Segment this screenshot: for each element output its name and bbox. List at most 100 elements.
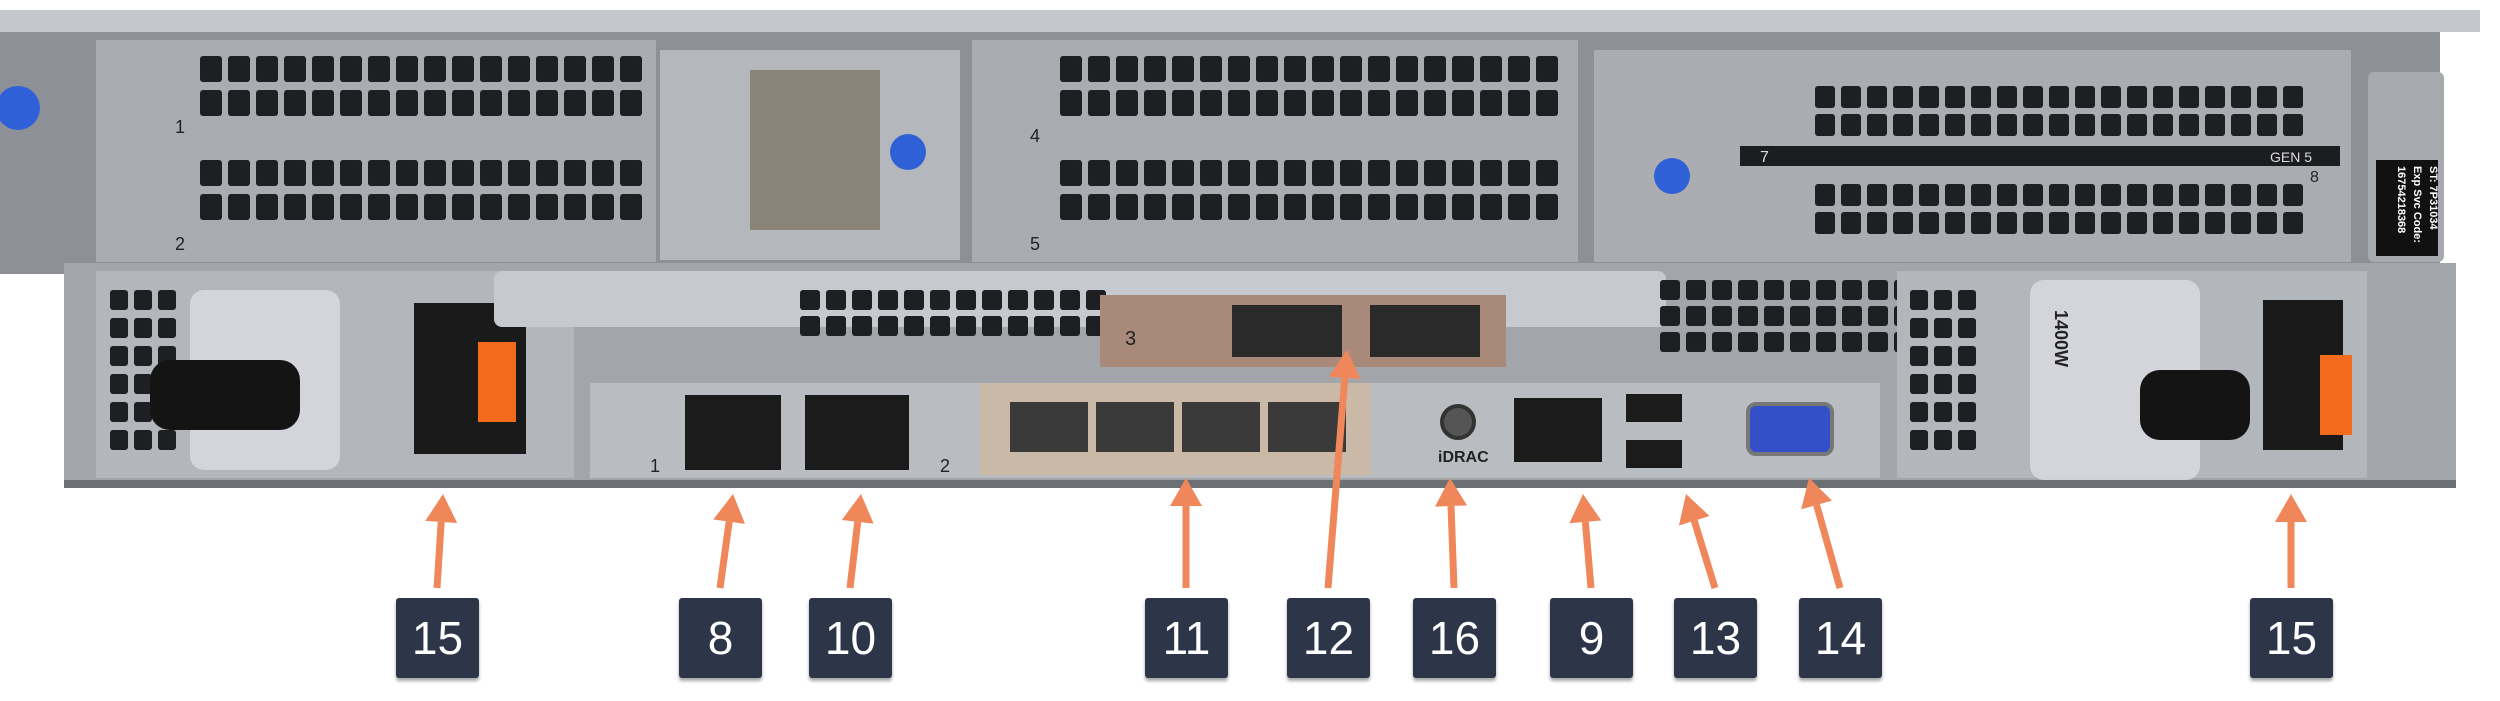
vent-hole (1893, 86, 1913, 108)
callout-arrows (425, 350, 2307, 590)
vent-hole (1764, 332, 1784, 352)
vent-hole (620, 56, 642, 82)
vent-hole (1396, 194, 1418, 220)
vent-hole (2127, 184, 2147, 206)
vent-hole (536, 194, 558, 220)
vent-hole (312, 90, 334, 116)
vent-hole (1228, 90, 1250, 116)
psu-latch-right[interactable] (2320, 355, 2352, 435)
vent-hole (1312, 194, 1334, 220)
vent-hole (1910, 290, 1928, 310)
vent-hole (1997, 86, 2017, 108)
vent-hole (1816, 280, 1836, 300)
vent-hole (256, 160, 278, 186)
vent-hole (620, 160, 642, 186)
vent-hole (1958, 402, 1976, 422)
vent-hole (564, 90, 586, 116)
vent-hole (1424, 160, 1446, 186)
psu-latch-left[interactable] (478, 342, 516, 422)
vent-hole (1340, 194, 1362, 220)
vga-port[interactable] (1746, 402, 1834, 456)
vent-hole (1842, 280, 1862, 300)
vent-hole (800, 316, 820, 336)
callout-vga-port: 14 (1799, 598, 1882, 678)
velcro-strap (2140, 370, 2250, 440)
vent-hole (1116, 90, 1138, 116)
sfp-port[interactable] (1268, 402, 1346, 452)
vent-hole (1144, 56, 1166, 82)
idrac-ethernet-port[interactable] (1514, 398, 1602, 462)
vent-hole (1088, 56, 1110, 82)
vent-hole (1841, 86, 1861, 108)
vent-hole (1971, 212, 1991, 234)
vent-hole (904, 290, 924, 310)
vent-hole (1256, 56, 1278, 82)
callout-idrac-direct-button: 16 (1413, 598, 1496, 678)
vent-hole (1312, 160, 1334, 186)
vent-hole (134, 374, 152, 394)
vent-hole (424, 56, 446, 82)
vent-hole (424, 160, 446, 186)
vent-hole (2049, 86, 2069, 108)
vent-hole (2231, 86, 2251, 108)
vent-hole (1893, 184, 1913, 206)
vent-hole (1172, 56, 1194, 82)
vent-hole (312, 56, 334, 82)
vent-hole (1816, 332, 1836, 352)
vent-hole (340, 194, 362, 220)
arrow-head (1801, 478, 1832, 510)
idrac-direct-button[interactable] (1440, 404, 1476, 440)
vent-hole (878, 290, 898, 310)
vent-hole (1919, 114, 1939, 136)
vent-hole (480, 194, 502, 220)
vent-hole (1536, 194, 1558, 220)
vent-hole (1841, 114, 1861, 136)
vent-hole (1790, 332, 1810, 352)
vent-hole (1452, 56, 1474, 82)
vent-hole (1396, 90, 1418, 116)
sfp-port[interactable] (1096, 402, 1174, 452)
vent-hole (1660, 306, 1680, 326)
vent-hole (1200, 56, 1222, 82)
vent-hole (368, 56, 390, 82)
slot-8-label: 8 (2310, 169, 2319, 186)
vent-hole (1686, 306, 1706, 326)
nic-2-label: 2 (940, 456, 950, 476)
vent-hole (134, 430, 152, 450)
arrow-head (2275, 494, 2307, 522)
usb-port-bottom[interactable] (1626, 440, 1682, 468)
vent-hole (2101, 184, 2121, 206)
usb-port-top[interactable] (1626, 394, 1682, 422)
vent-hole (1034, 316, 1054, 336)
callout-psu-power-socket-left: 15 (396, 598, 479, 678)
vent-hole (1060, 194, 1082, 220)
vent-hole (2283, 114, 2303, 136)
nic-port-2[interactable] (805, 395, 909, 470)
vent-hole (1284, 194, 1306, 220)
vent-hole (508, 194, 530, 220)
slot-5-vent (1060, 160, 1558, 220)
nic-port-1[interactable] (685, 395, 781, 470)
arrow-shaft (433, 521, 445, 589)
vent-hole (592, 160, 614, 186)
sfp-port[interactable] (1182, 402, 1260, 452)
vent-hole (1997, 114, 2017, 136)
vent-hole (930, 290, 950, 310)
vent-hole (826, 316, 846, 336)
vent-hole (228, 56, 250, 82)
vent-hole (368, 90, 390, 116)
sfp-port[interactable] (1010, 402, 1088, 452)
vent-hole (1228, 160, 1250, 186)
vent-hole (480, 160, 502, 186)
vent-hole (536, 90, 558, 116)
vent-hole (2231, 212, 2251, 234)
qsfp-port[interactable] (1370, 305, 1480, 357)
chassis-bottom-edge (64, 480, 2456, 488)
qsfp-port[interactable] (1232, 305, 1342, 357)
vent-hole (2075, 212, 2095, 234)
vent-hole (1815, 86, 1835, 108)
vent-hole (2101, 114, 2121, 136)
callout-ocp-nic-card: 11 (1145, 598, 1228, 678)
vent-hole (564, 194, 586, 220)
vent-hole (2257, 114, 2277, 136)
